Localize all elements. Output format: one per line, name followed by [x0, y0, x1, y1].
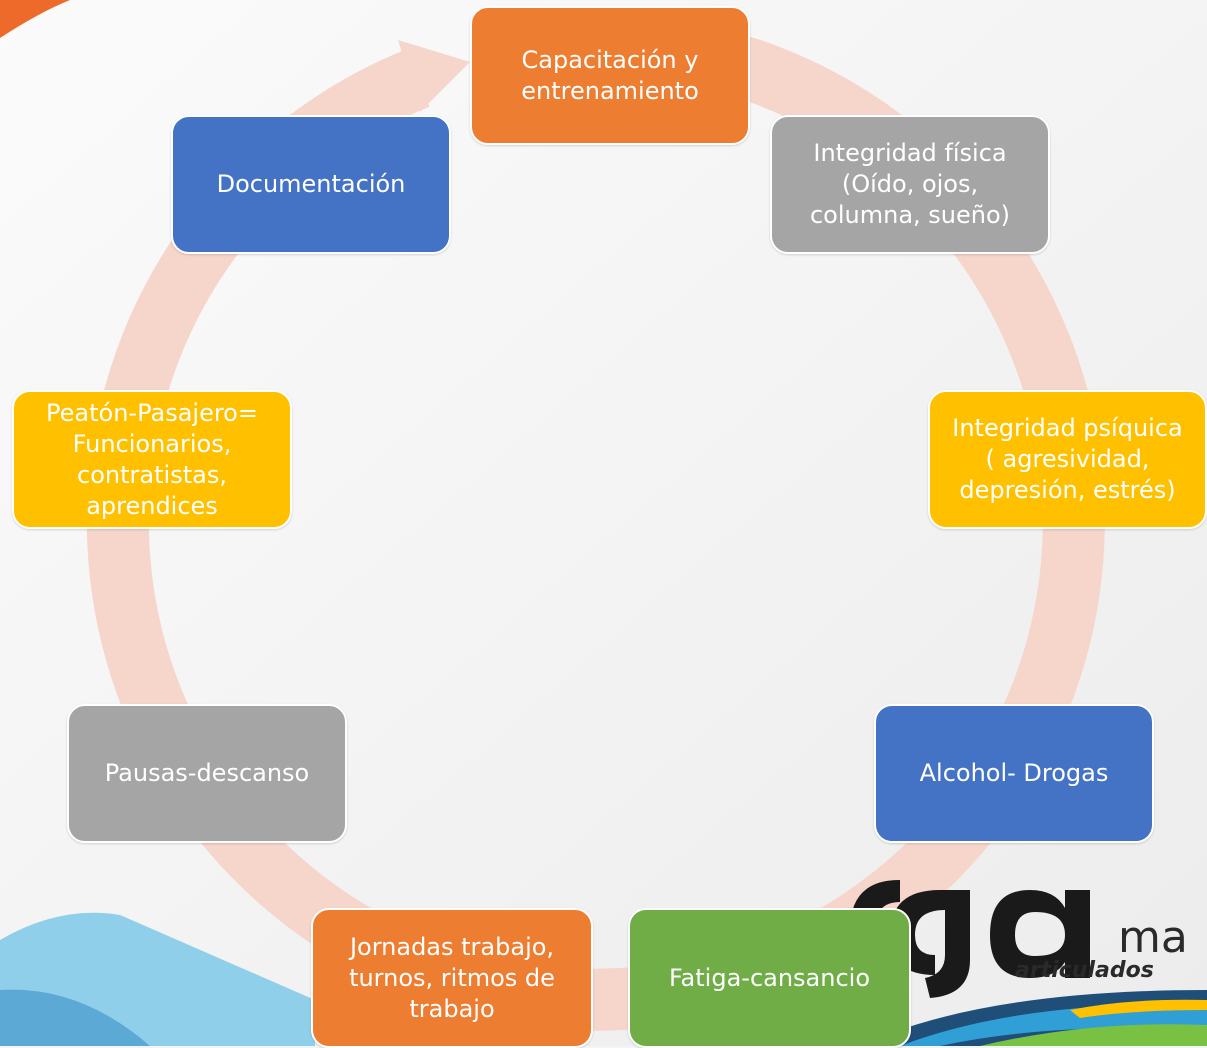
logo-swoosh-blue [900, 1004, 1207, 1046]
node-integridad-fisica-label: Integridad física (Oído, ojos, columna, … [809, 139, 1011, 229]
node-alcohol-drogas: Alcohol- Drogas [874, 704, 1154, 843]
node-documentacion-label: Documentación [216, 170, 406, 198]
node-capacitacion: Capacitación y entrenamiento [470, 6, 750, 145]
logo-swoosh-green [980, 1024, 1207, 1046]
node-capacitacion-label: Capacitación y entrenamiento [521, 45, 699, 105]
logo-glyph-j [890, 890, 970, 998]
node-pausas-label: Pausas-descanso [104, 759, 310, 787]
corner-accent-orange [0, 0, 70, 38]
node-fatiga-label: Fatiga-cansancio [668, 963, 871, 992]
corner-accent-dark-blue [0, 989, 150, 1046]
node-fatiga: Fatiga-cansancio [628, 908, 911, 1048]
node-peaton-label: Peatón-Pasajero= Funcionarios, contratis… [46, 398, 258, 520]
logo-word-sub: articulados [1015, 958, 1154, 983]
logo-glyph-a [990, 890, 1090, 978]
node-pausas: Pausas-descanso [67, 704, 347, 843]
node-integridad-psiquica: Integridad psíquica ( agresividad, depre… [928, 390, 1207, 529]
node-peaton: Peatón-Pasajero= Funcionarios, contratis… [12, 390, 292, 529]
node-alcohol-drogas-label: Alcohol- Drogas [919, 759, 1109, 787]
cycle-arrowhead [398, 40, 470, 112]
logo-word-main: ma [1118, 912, 1188, 963]
node-integridad-psiquica-label: Integridad psíquica ( agresividad, depre… [952, 414, 1183, 504]
node-integridad-fisica: Integridad física (Oído, ojos, columna, … [770, 115, 1050, 254]
node-documentacion: Documentación [171, 115, 451, 254]
node-jornadas-label: Jornadas trabajo, turnos, ritmos de trab… [349, 932, 555, 1023]
node-jornadas: Jornadas trabajo, turnos, ritmos de trab… [311, 908, 593, 1048]
logo-swoosh-yellow [1070, 999, 1207, 1018]
